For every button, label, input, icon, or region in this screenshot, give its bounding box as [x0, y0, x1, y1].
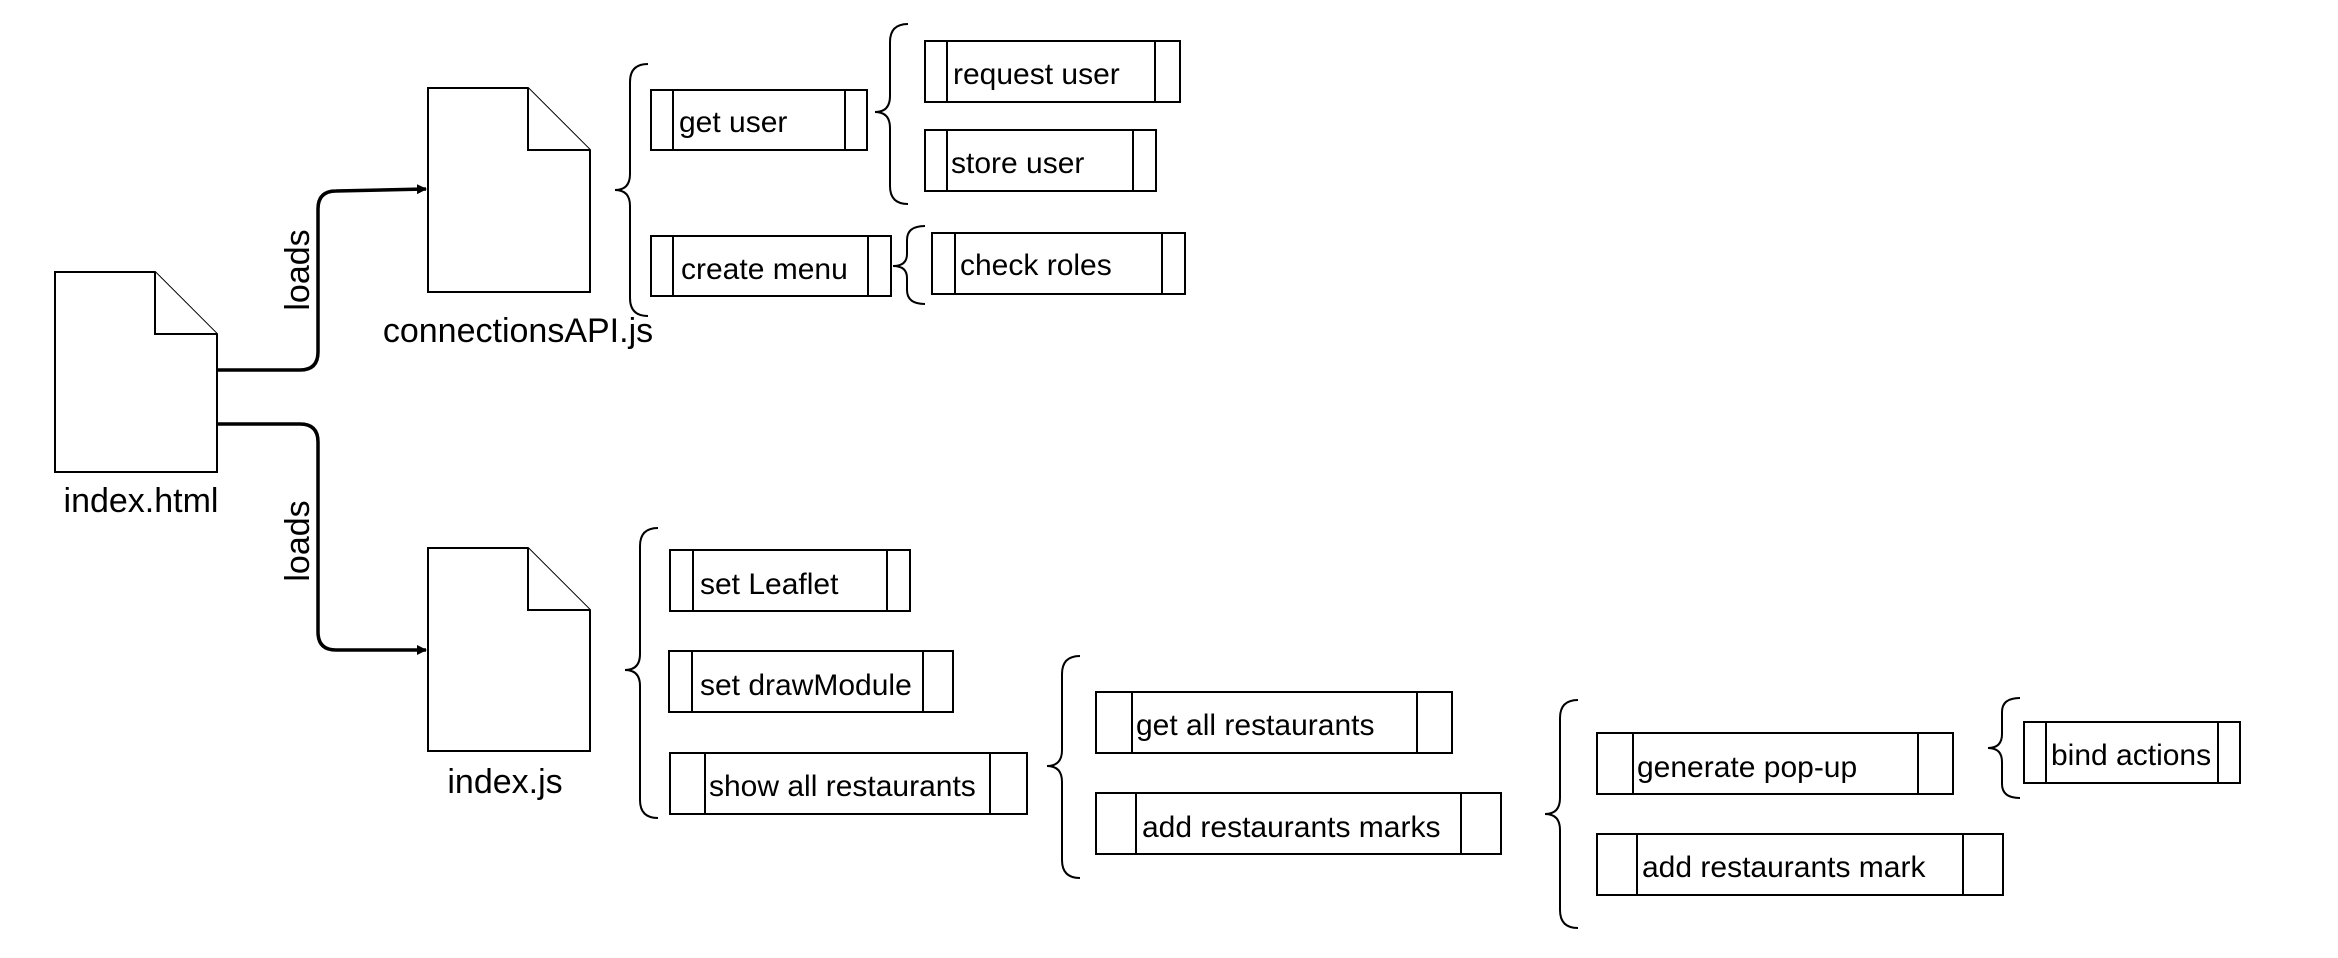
process-request-user: request user — [924, 40, 1181, 103]
process-bind-actions: bind actions — [2023, 721, 2241, 784]
process-label: get all restaurants — [1136, 709, 1374, 742]
file-node-index-js: index.js — [427, 547, 591, 801]
file-label: index.html — [64, 482, 219, 520]
edge-label: loads — [279, 500, 317, 581]
brace-create-menu — [892, 225, 926, 305]
file-node-index-html: index.html — [54, 271, 219, 520]
process-label: set drawModule — [700, 669, 912, 702]
brace-index-js — [624, 527, 659, 819]
file-icon — [427, 87, 591, 293]
file-icon — [54, 271, 218, 473]
process-label: create menu — [681, 253, 848, 286]
connector-arrow — [217, 422, 427, 655]
edge-loads-top: loads — [217, 184, 427, 372]
brace-get-user — [874, 23, 909, 205]
file-fold — [527, 548, 590, 611]
connector-arrow — [217, 184, 427, 372]
process-label: add restaurants mark — [1642, 851, 1926, 884]
process-label: request user — [953, 58, 1120, 91]
brace-show-all-restaurants — [1046, 655, 1081, 879]
process-show-all-restaurants: show all restaurants — [669, 752, 1028, 815]
file-icon — [427, 547, 591, 752]
file-fold — [154, 272, 217, 335]
file-node-connections-api: connectionsAPI.js — [383, 87, 653, 350]
process-label: bind actions — [2051, 739, 2211, 772]
process-label: set Leaflet — [700, 568, 839, 601]
process-get-all-restaurants: get all restaurants — [1095, 691, 1453, 754]
brace-generate-popup — [1987, 697, 2021, 799]
process-create-menu: create menu — [650, 235, 892, 297]
process-set-leaflet: set Leaflet — [669, 549, 911, 612]
process-set-draw-module: set drawModule — [668, 650, 954, 713]
brace-add-restaurants-marks — [1544, 699, 1579, 929]
brace-connections-api — [614, 63, 649, 317]
process-label: get user — [679, 106, 787, 139]
process-label: store user — [951, 147, 1084, 180]
file-fold — [527, 88, 590, 151]
process-check-roles: check roles — [931, 232, 1186, 295]
process-label: generate pop-up — [1637, 751, 1857, 784]
edge-label: loads — [279, 229, 317, 310]
file-label: index.js — [447, 763, 562, 801]
edge-loads-bottom: loads — [217, 422, 427, 655]
process-label: check roles — [960, 249, 1112, 282]
process-add-restaurants-marks: add restaurants marks — [1095, 792, 1502, 855]
process-label: show all restaurants — [709, 770, 976, 803]
process-get-user: get user — [650, 89, 868, 151]
process-add-restaurants-mark: add restaurants mark — [1596, 833, 2004, 896]
process-store-user: store user — [924, 129, 1157, 192]
process-label: add restaurants marks — [1142, 811, 1440, 844]
process-generate-popup: generate pop-up — [1596, 732, 1954, 795]
file-label: connectionsAPI.js — [383, 312, 653, 350]
